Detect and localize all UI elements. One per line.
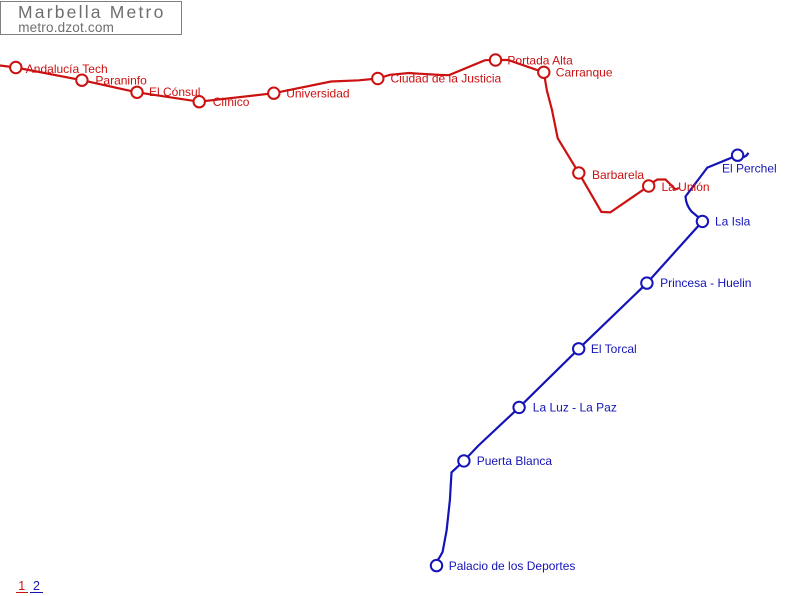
svg-text:El Perchel: El Perchel: [722, 162, 777, 176]
svg-text:La Isla: La Isla: [715, 215, 751, 229]
svg-text:El Cónsul: El Cónsul: [149, 85, 200, 99]
svg-text:Clínico: Clínico: [213, 95, 250, 109]
svg-text:La Luz - La Paz: La Luz - La Paz: [533, 401, 617, 415]
svg-text:Princesa - Huelin: Princesa - Huelin: [660, 276, 751, 290]
svg-text:Andalucía Tech: Andalucía Tech: [26, 62, 108, 76]
svg-text:Universidad: Universidad: [286, 86, 349, 100]
svg-text:Puerta Blanca: Puerta Blanca: [477, 454, 553, 468]
svg-text:Carranque: Carranque: [556, 66, 613, 80]
svg-text:Paraninfo: Paraninfo: [95, 74, 147, 88]
svg-text:Palacio de los Deportes: Palacio de los Deportes: [449, 559, 576, 573]
svg-text:El Torcal: El Torcal: [591, 342, 637, 356]
svg-text:Ciudad de la Justicia: Ciudad de la Justicia: [391, 72, 502, 86]
svg-text:La Unión: La Unión: [662, 180, 710, 194]
svg-text:Barbarela: Barbarela: [592, 168, 644, 182]
svg-text:Portada Alta: Portada Alta: [507, 53, 573, 67]
